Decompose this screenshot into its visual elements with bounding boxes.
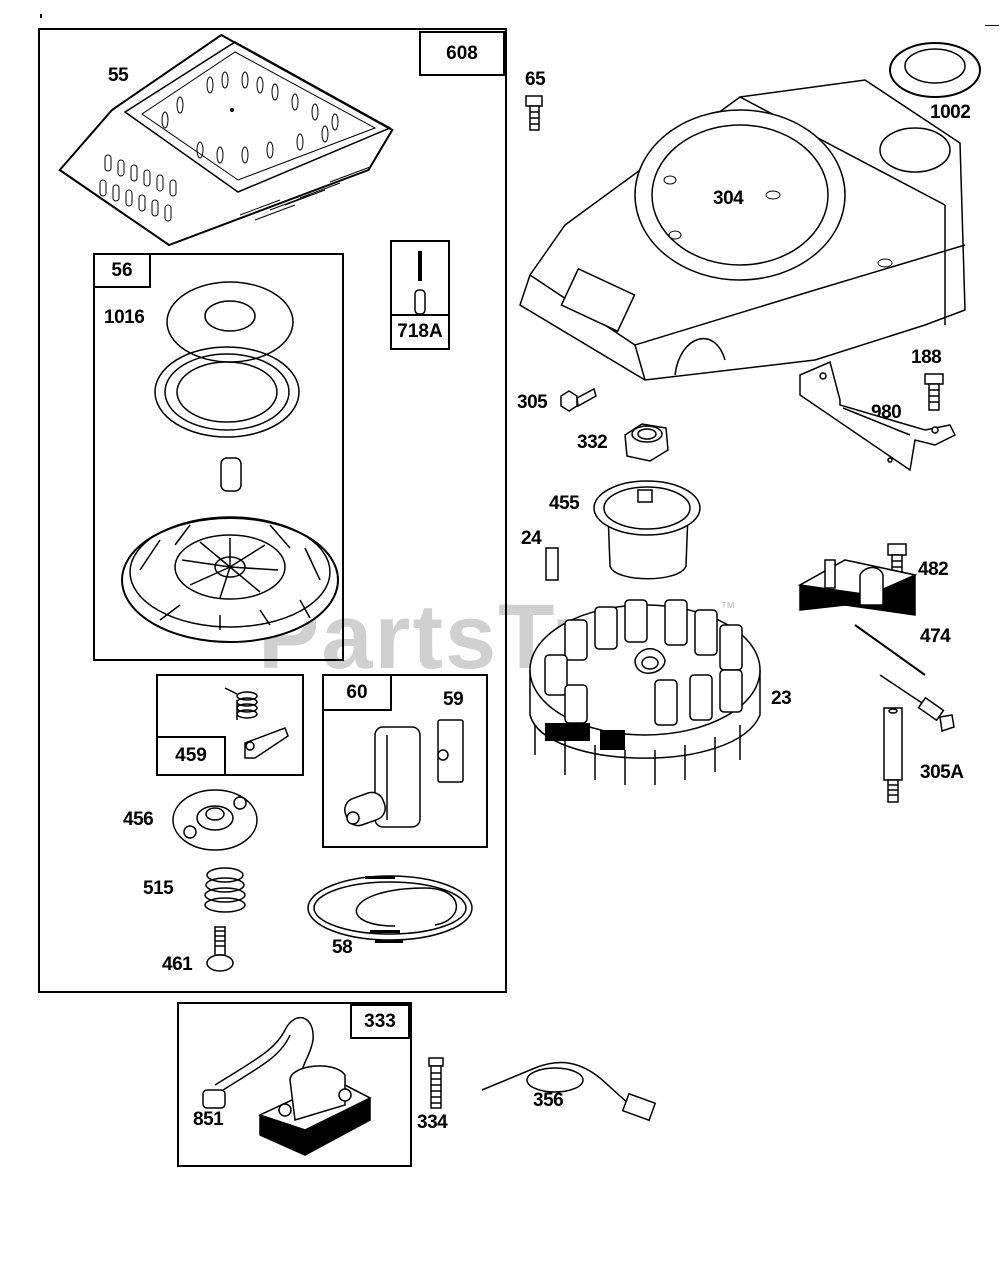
starter-handle-part[interactable] (335, 715, 485, 835)
ignition-module-part[interactable] (795, 550, 975, 670)
part-label-24[interactable]: 24 (521, 528, 542, 549)
part-label-474[interactable]: 474 (920, 626, 951, 647)
spring-part[interactable] (203, 865, 248, 915)
part-label-304[interactable]: 304 (713, 188, 744, 209)
part-label-515[interactable]: 515 (143, 878, 174, 899)
part-label-55[interactable]: 55 (108, 65, 129, 86)
group-tag-56[interactable]: 56 (93, 253, 151, 288)
starter-cover-part[interactable] (60, 30, 400, 250)
part-label-332[interactable]: 332 (577, 432, 608, 453)
part-label-482[interactable]: 482 (918, 559, 949, 580)
pawl-kit-parts (215, 678, 305, 773)
part-label-23[interactable]: 23 (771, 688, 792, 709)
bracket-part[interactable] (795, 350, 955, 475)
part-label-461[interactable]: 461 (162, 954, 193, 975)
part-label-1002[interactable]: 1002 (930, 102, 971, 123)
pin-kit-parts (400, 251, 440, 315)
starter-rope-part[interactable] (305, 870, 475, 950)
starter-pulley-parts[interactable] (120, 280, 340, 660)
group-frame-60 (322, 674, 488, 848)
group-frame-608 (38, 28, 507, 993)
bolt-305-part[interactable] (558, 384, 598, 414)
terminal-wire-part (880, 665, 960, 735)
flywheel-key-part[interactable] (544, 546, 560, 582)
bolt-188-part[interactable] (922, 370, 947, 412)
grommet-part[interactable] (888, 40, 983, 100)
ignition-armature-part[interactable] (195, 1010, 395, 1160)
bolt-65-part[interactable] (522, 92, 547, 132)
part-label-456[interactable]: 456 (123, 809, 154, 830)
part-label-356[interactable]: 356 (533, 1090, 564, 1111)
scan-mark (985, 25, 999, 26)
group-frame-459 (156, 674, 304, 776)
part-label-1016[interactable]: 1016 (104, 307, 145, 328)
group-tag-459[interactable]: 459 (156, 736, 226, 776)
group-tag-608[interactable]: 608 (419, 31, 505, 76)
screw-part[interactable] (205, 925, 235, 975)
group-tag-718A[interactable]: 718A (390, 314, 450, 350)
group-tag-60[interactable]: 60 (322, 674, 392, 711)
part-label-455[interactable]: 455 (549, 493, 580, 514)
watermark-trademark: ™ (720, 600, 736, 617)
nut-part[interactable] (622, 420, 672, 465)
part-label-188[interactable]: 188 (911, 347, 942, 368)
group-frame-56 (93, 253, 344, 661)
part-label-59[interactable]: 59 (443, 689, 464, 710)
starter-cup-part[interactable] (590, 478, 705, 583)
stud-305A-part[interactable] (881, 705, 906, 805)
group-frame-333 (177, 1002, 412, 1167)
part-label-305[interactable]: 305 (517, 392, 548, 413)
part-label-305A[interactable]: 305A (920, 762, 964, 783)
blower-housing-part[interactable] (515, 75, 975, 395)
group-tag-333[interactable]: 333 (350, 1004, 410, 1039)
part-label-58[interactable]: 58 (332, 937, 353, 958)
part-label-851[interactable]: 851 (193, 1109, 224, 1130)
pawl-retainer-part[interactable] (170, 780, 260, 860)
part-label-334[interactable]: 334 (417, 1112, 448, 1133)
flywheel-part[interactable] (525, 595, 765, 790)
part-label-65[interactable]: 65 (525, 69, 546, 90)
scan-mark (40, 14, 42, 18)
bolt-334-part[interactable] (425, 1055, 447, 1110)
ground-wire-part[interactable] (480, 1050, 670, 1125)
